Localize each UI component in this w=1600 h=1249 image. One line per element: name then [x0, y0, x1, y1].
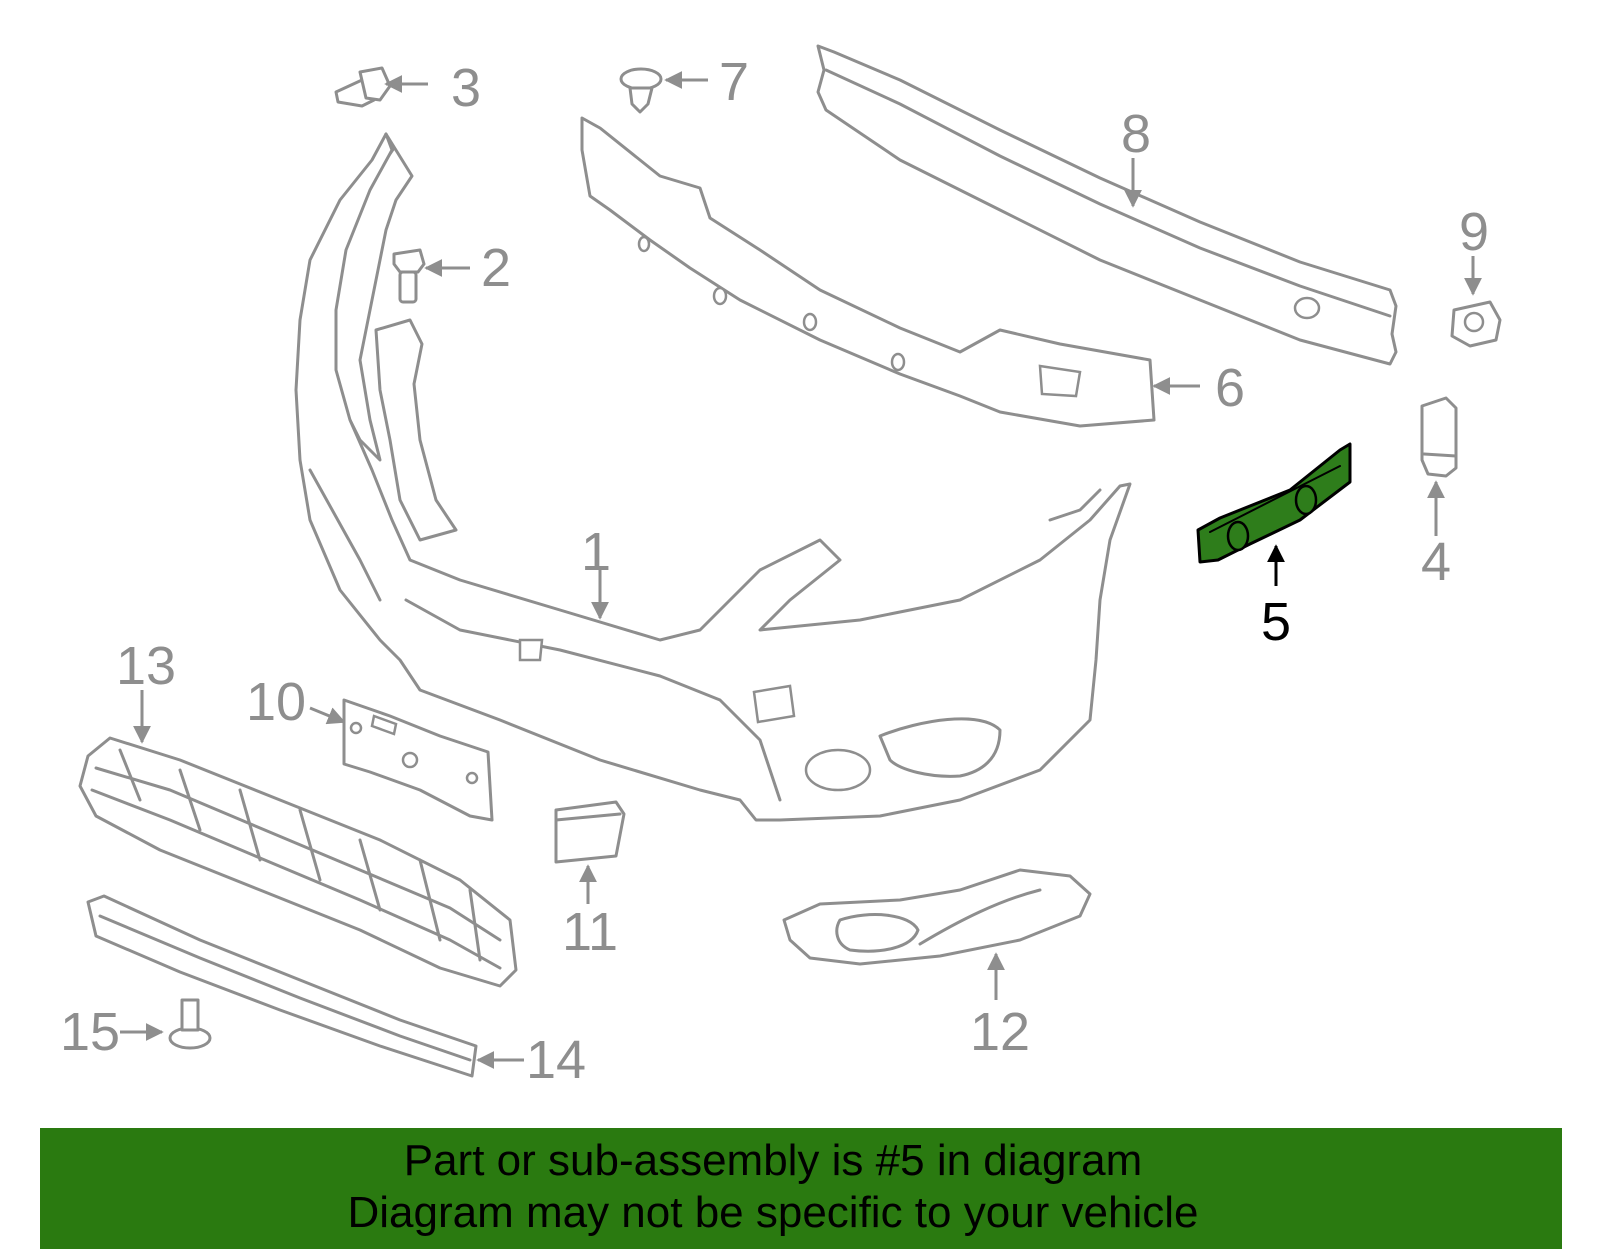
part-1-bumper-cover	[294, 132, 1132, 822]
callout-9: 9	[1459, 202, 1489, 262]
callout-12: 12	[970, 1002, 1030, 1062]
arrow-10	[309, 706, 346, 725]
callout-15: 15	[60, 1002, 120, 1062]
part-13-grille	[78, 736, 518, 988]
callout-10: 10	[246, 672, 306, 732]
part-11-cover	[554, 800, 626, 864]
part-8-reinforcement	[816, 44, 1398, 366]
callout-2: 2	[481, 238, 511, 298]
part-4-cover	[1420, 396, 1458, 478]
part-9-nut	[1450, 300, 1502, 348]
callout-3: 3	[451, 58, 481, 118]
callout-5: 5	[1261, 592, 1291, 652]
part-14-trim	[86, 894, 478, 1078]
banner-line-1: Part or sub-assembly is #5 in diagram	[403, 1136, 1143, 1185]
part-12-bezel	[782, 868, 1092, 966]
callout-6: 6	[1215, 358, 1245, 418]
part-5-bracket	[1196, 442, 1352, 564]
callout-1: 1	[581, 522, 611, 582]
parts-diagram: 1 2 3 4 5 6 7 8 9 10 11 12 13 14 15	[60, 44, 1502, 1090]
callout-8: 8	[1121, 104, 1151, 164]
callout-14: 14	[526, 1030, 586, 1090]
info-banner: Part or sub-assembly is #5 in diagram Di…	[40, 1128, 1562, 1249]
callout-13: 13	[116, 636, 176, 696]
part-6-absorber	[580, 116, 1156, 428]
part-3-bolt	[334, 66, 392, 108]
callout-7: 7	[719, 52, 749, 112]
part-2-bolt	[392, 248, 426, 304]
banner-line-2: Diagram may not be specific to your vehi…	[347, 1188, 1199, 1237]
callout-11: 11	[562, 902, 618, 962]
part-7-clip	[619, 67, 663, 114]
part-15-screw	[168, 998, 212, 1050]
callout-4: 4	[1421, 532, 1451, 592]
part-10-bracket	[342, 698, 494, 822]
